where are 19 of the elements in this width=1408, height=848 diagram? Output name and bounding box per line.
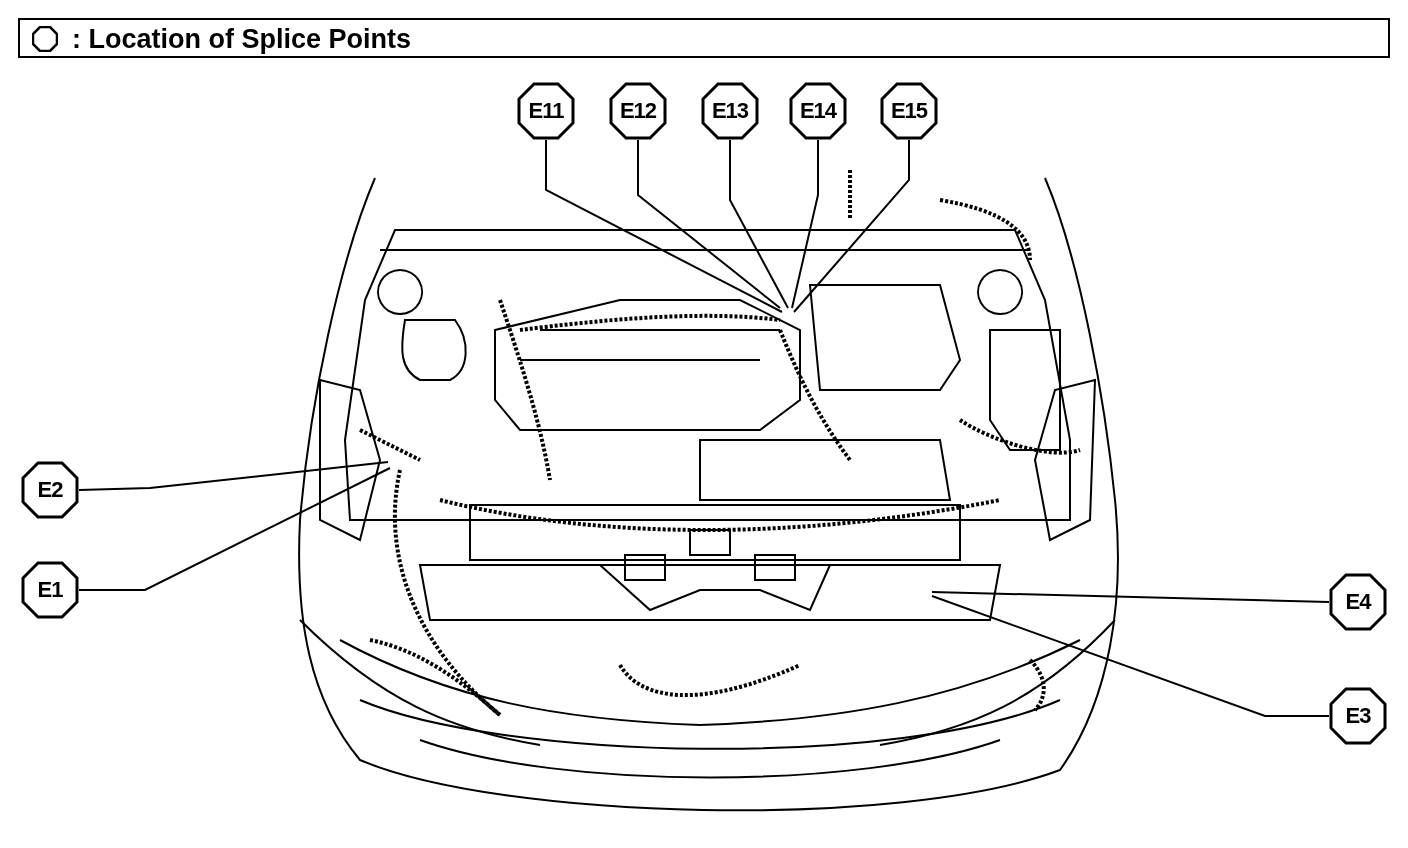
leader-line (78, 461, 389, 491)
callout-octagon: E14 (789, 82, 847, 140)
callout-octagon: E1 (21, 561, 79, 619)
leader-line (931, 595, 1330, 717)
callout-octagon: E11 (517, 82, 575, 140)
leader-line (545, 139, 783, 313)
leader-line (78, 467, 391, 591)
title: : Location of Splice Points (72, 24, 412, 55)
callout-octagon: E13 (701, 82, 759, 140)
leader-line (931, 591, 1330, 603)
leader-line (791, 139, 819, 309)
callout-octagon: E4 (1329, 573, 1387, 631)
callout-octagon: E15 (880, 82, 938, 140)
leader-line (793, 139, 910, 313)
callout-octagon: E12 (609, 82, 667, 140)
leader-line (729, 139, 789, 309)
callout-octagon: E3 (1329, 687, 1387, 745)
leader-line (637, 139, 781, 309)
callout-octagon: E2 (21, 461, 79, 519)
